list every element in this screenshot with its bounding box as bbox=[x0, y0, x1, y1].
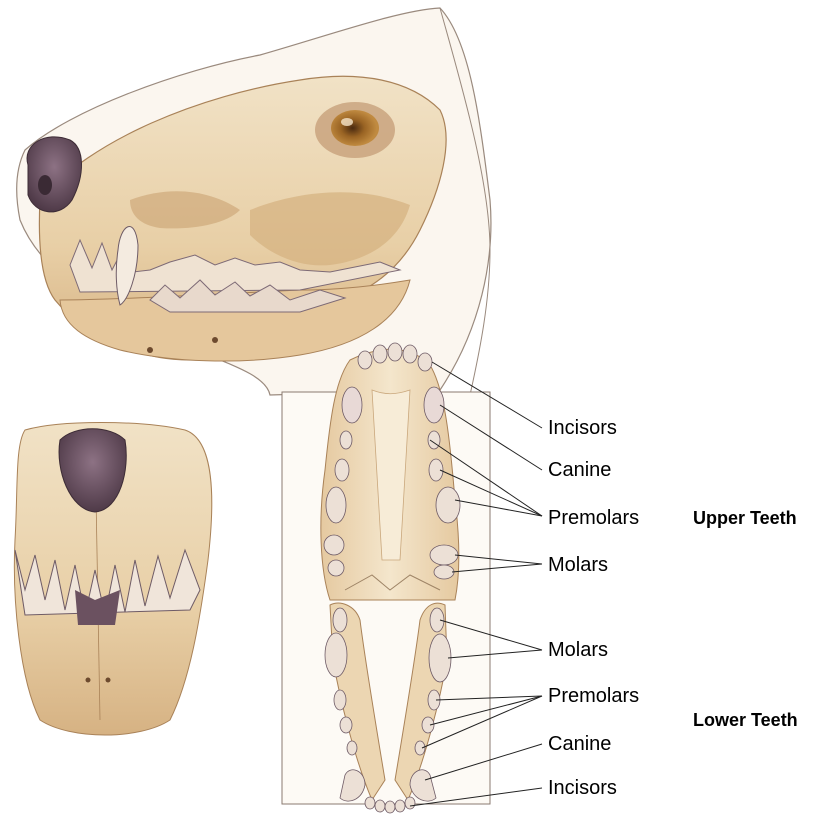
label-lower-premolars: Premolars bbox=[548, 686, 639, 706]
side-view-skull bbox=[17, 8, 491, 395]
label-upper-incisors: Incisors bbox=[548, 418, 617, 438]
label-lower-molars: Molars bbox=[548, 640, 608, 660]
label-upper-canine: Canine bbox=[548, 460, 611, 480]
label-upper-molars: Molars bbox=[548, 555, 608, 575]
group-lower-teeth: Lower Teeth bbox=[693, 710, 798, 730]
label-lower-canine: Canine bbox=[548, 734, 611, 754]
label-upper-premolars: Premolars bbox=[548, 508, 639, 528]
group-upper-teeth: Upper Teeth bbox=[693, 508, 797, 528]
front-view-skull bbox=[14, 423, 211, 736]
label-lower-incisors: Incisors bbox=[548, 778, 617, 798]
